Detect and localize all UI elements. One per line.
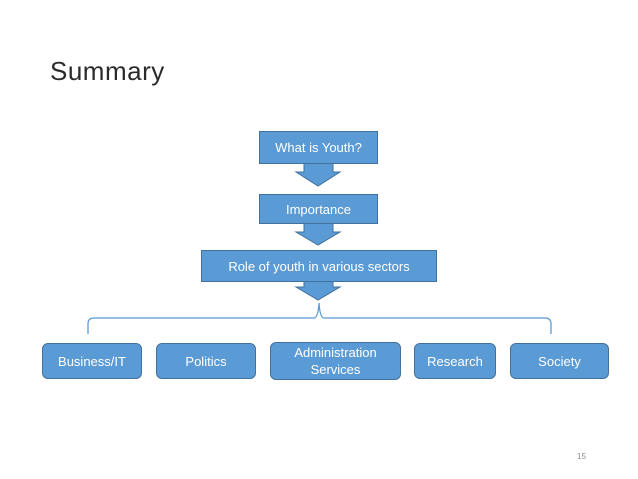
flow-box-label: What is Youth?: [275, 140, 362, 155]
arrow-down-2: [294, 222, 342, 246]
sector-box-research: Research: [414, 343, 496, 379]
flow-box-label: Importance: [285, 201, 352, 217]
flow-box-label: Role of youth in various sectors: [228, 258, 410, 274]
sector-box-label: Business/IT: [58, 353, 126, 369]
sector-bracket: [87, 302, 552, 334]
slide-title: Summary: [50, 56, 165, 86]
page-number: 15: [577, 452, 586, 461]
sector-box-label: Politics: [185, 353, 227, 369]
flow-box-importance: Importance: [259, 194, 378, 224]
sector-box-administration-services: Administration Services: [270, 342, 401, 380]
arrow-down-1: [294, 162, 342, 187]
flow-box-what-is-youth: What is Youth?: [259, 131, 378, 164]
sector-box-politics: Politics: [156, 343, 256, 379]
flow-box-role-of-youth: Role of youth in various sectors: [201, 250, 437, 282]
arrow-down-3: [294, 280, 342, 301]
sector-box-label: Research: [427, 353, 483, 369]
sector-box-society: Society: [510, 343, 609, 379]
sector-box-business-it: Business/IT: [42, 343, 142, 379]
sector-box-label: Administration Services: [294, 345, 377, 377]
sector-box-label: Society: [538, 353, 581, 369]
